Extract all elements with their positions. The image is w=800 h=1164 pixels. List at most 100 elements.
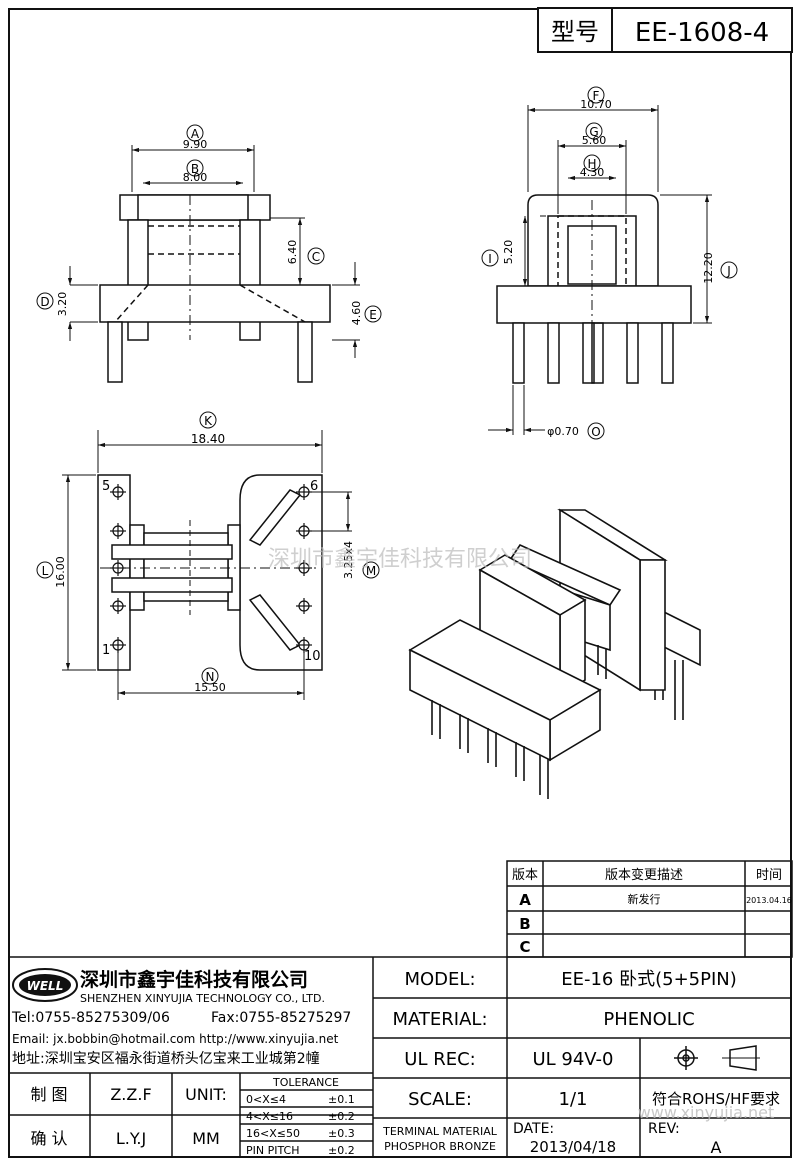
svg-text:J: J (726, 264, 731, 278)
svg-text:B: B (191, 162, 199, 176)
side-view-dims (67, 145, 360, 358)
rev-row-c: C (519, 938, 530, 956)
svg-text:10.70: 10.70 (580, 98, 612, 111)
tolerance-table: TOLERANCE 0<X≤4 ±0.1 4<X≤16 ±0.2 16<X≤50… (246, 1076, 355, 1157)
tol-value-1: ±0.1 (328, 1093, 355, 1106)
svg-text:4.60: 4.60 (350, 301, 363, 326)
dim-e: E 4.60 (350, 301, 382, 326)
spec-scale-value: 1/1 (559, 1089, 588, 1110)
revision-text: 版本 版本变更描述 时间 A 新发行 2013.04.16 B C (512, 867, 792, 956)
model-header-value: EE-1608-4 (635, 18, 769, 48)
dim-o: Oφ0.70 (547, 422, 605, 440)
company-address: 地址:深圳宝安区福永街道桥头亿宝来工业城第2幢 (12, 1050, 320, 1067)
projection-symbol-icon (674, 1045, 760, 1071)
company-name-cn: 深圳市鑫宇佳科技有限公司 (80, 968, 308, 991)
spec-model-value: EE-16 卧式(5+5PIN) (561, 969, 737, 990)
tol-value-2: ±0.2 (328, 1110, 355, 1123)
dim-h: H4.30 (580, 154, 605, 179)
rev-row-a: A (519, 891, 531, 909)
svg-text:5.60: 5.60 (582, 134, 607, 147)
pin-numbers: 5 6 1 10 (102, 479, 321, 664)
svg-text:F: F (593, 89, 600, 103)
spec-rev-label: REV: (648, 1121, 680, 1137)
spec-model-label: MODEL: (404, 969, 475, 990)
svg-text:O: O (591, 425, 600, 439)
svg-text:WELL: WELL (27, 979, 64, 993)
svg-text:D: D (40, 295, 49, 309)
tol-value-4: ±0.2 (328, 1144, 355, 1157)
draw-value: Z.Z.F (110, 1085, 151, 1104)
tol-range-2: 4<X≤16 (246, 1110, 293, 1123)
title-block-lines (8, 956, 792, 1158)
spec-material-value: PHENOLIC (603, 1009, 694, 1030)
svg-text:8.00: 8.00 (183, 171, 208, 184)
svg-text:A: A (191, 127, 200, 141)
rev-header-desc: 版本变更描述 (605, 867, 683, 883)
unit-value: MM (192, 1129, 220, 1148)
dim-k: K 18.40 (191, 411, 225, 446)
svg-text:3.25x4: 3.25x4 (342, 541, 355, 579)
footer-watermark: www.xinyujia.net (638, 1103, 775, 1122)
company-name-en: SHENZHEN XINYUJIA TECHNOLOGY CO., LTD. (80, 992, 325, 1005)
svg-text:N: N (206, 670, 215, 684)
dim-c: C 6.40 (286, 240, 325, 265)
bottom-view-dims (62, 430, 352, 700)
spec-date-value: 2013/04/18 (530, 1138, 616, 1156)
spec-terminal-label-1: TERMINAL MATERIAL (382, 1125, 498, 1138)
model-header-label: 型号 (551, 18, 599, 46)
svg-text:K: K (204, 414, 213, 428)
svg-text:I: I (488, 252, 492, 266)
spec-block: MODEL: EE-16 卧式(5+5PIN) MATERIAL: PHENOL… (382, 969, 780, 1157)
company-logo: WELL (12, 968, 78, 1002)
dim-n: N15.50 (194, 667, 226, 694)
svg-text:M: M (366, 564, 376, 578)
svg-text:18.40: 18.40 (191, 432, 225, 446)
pin-1: 1 (102, 643, 110, 658)
company-tel: Tel:0755-85275309/06 (11, 1010, 170, 1026)
dim-j: J12.20 (702, 252, 738, 284)
rev-header-time: 时间 (756, 868, 782, 883)
side-view (99, 194, 331, 383)
signoff-block: 制 图 Z.Z.F 确 认 L.Y.J UNIT: MM (30, 1085, 226, 1148)
spec-date-label: DATE: (513, 1121, 554, 1137)
pin-6: 6 (310, 479, 318, 494)
company-info: 深圳市鑫宇佳科技有限公司 SHENZHEN XINYUJIA TECHNOLOG… (11, 968, 351, 1067)
dim-m: M 3.25x4 (342, 541, 380, 579)
tol-range-1: 0<X≤4 (246, 1093, 286, 1106)
draw-label: 制 图 (30, 1085, 67, 1104)
svg-text:C: C (312, 250, 320, 264)
drawing-frame (8, 8, 792, 1158)
company-fax: Fax:0755-85275297 (211, 1010, 351, 1026)
spec-rev-value: A (711, 1138, 722, 1157)
svg-text:6.40: 6.40 (286, 240, 299, 265)
dim-a: A9.90 (183, 124, 207, 151)
tol-range-4: PIN PITCH (246, 1144, 300, 1157)
front-view-dims (488, 105, 712, 435)
watermark: 深圳市鑫宇佳科技有限公司 (268, 547, 532, 572)
dim-b: B8.00 (183, 159, 208, 184)
rev-row-a-time: 2013.04.16 (746, 896, 792, 905)
spec-ul-label: UL REC: (404, 1049, 475, 1070)
svg-text:4.30: 4.30 (580, 166, 605, 179)
svg-text:16.00: 16.00 (54, 556, 67, 588)
check-value: L.Y.J (116, 1129, 146, 1148)
dim-f: F10.70 (580, 86, 612, 111)
spec-ul-value: UL 94V-0 (532, 1049, 613, 1070)
front-view (496, 194, 692, 384)
pin-10: 10 (304, 649, 321, 664)
spec-terminal-label-2: PHOSPHOR BRONZE (384, 1140, 496, 1153)
unit-label: UNIT: (185, 1085, 227, 1104)
check-label: 确 认 (30, 1129, 67, 1148)
rev-row-b: B (519, 915, 530, 933)
tol-range-3: 16<X≤50 (246, 1127, 300, 1140)
svg-text:φ0.70: φ0.70 (547, 425, 579, 438)
svg-text:H: H (587, 157, 596, 171)
dim-g: G5.60 (582, 122, 607, 147)
svg-text:E: E (369, 308, 377, 322)
svg-text:15.50: 15.50 (194, 681, 226, 694)
rev-row-a-desc: 新发行 (628, 892, 661, 906)
rev-header-rev: 版本 (512, 868, 538, 883)
